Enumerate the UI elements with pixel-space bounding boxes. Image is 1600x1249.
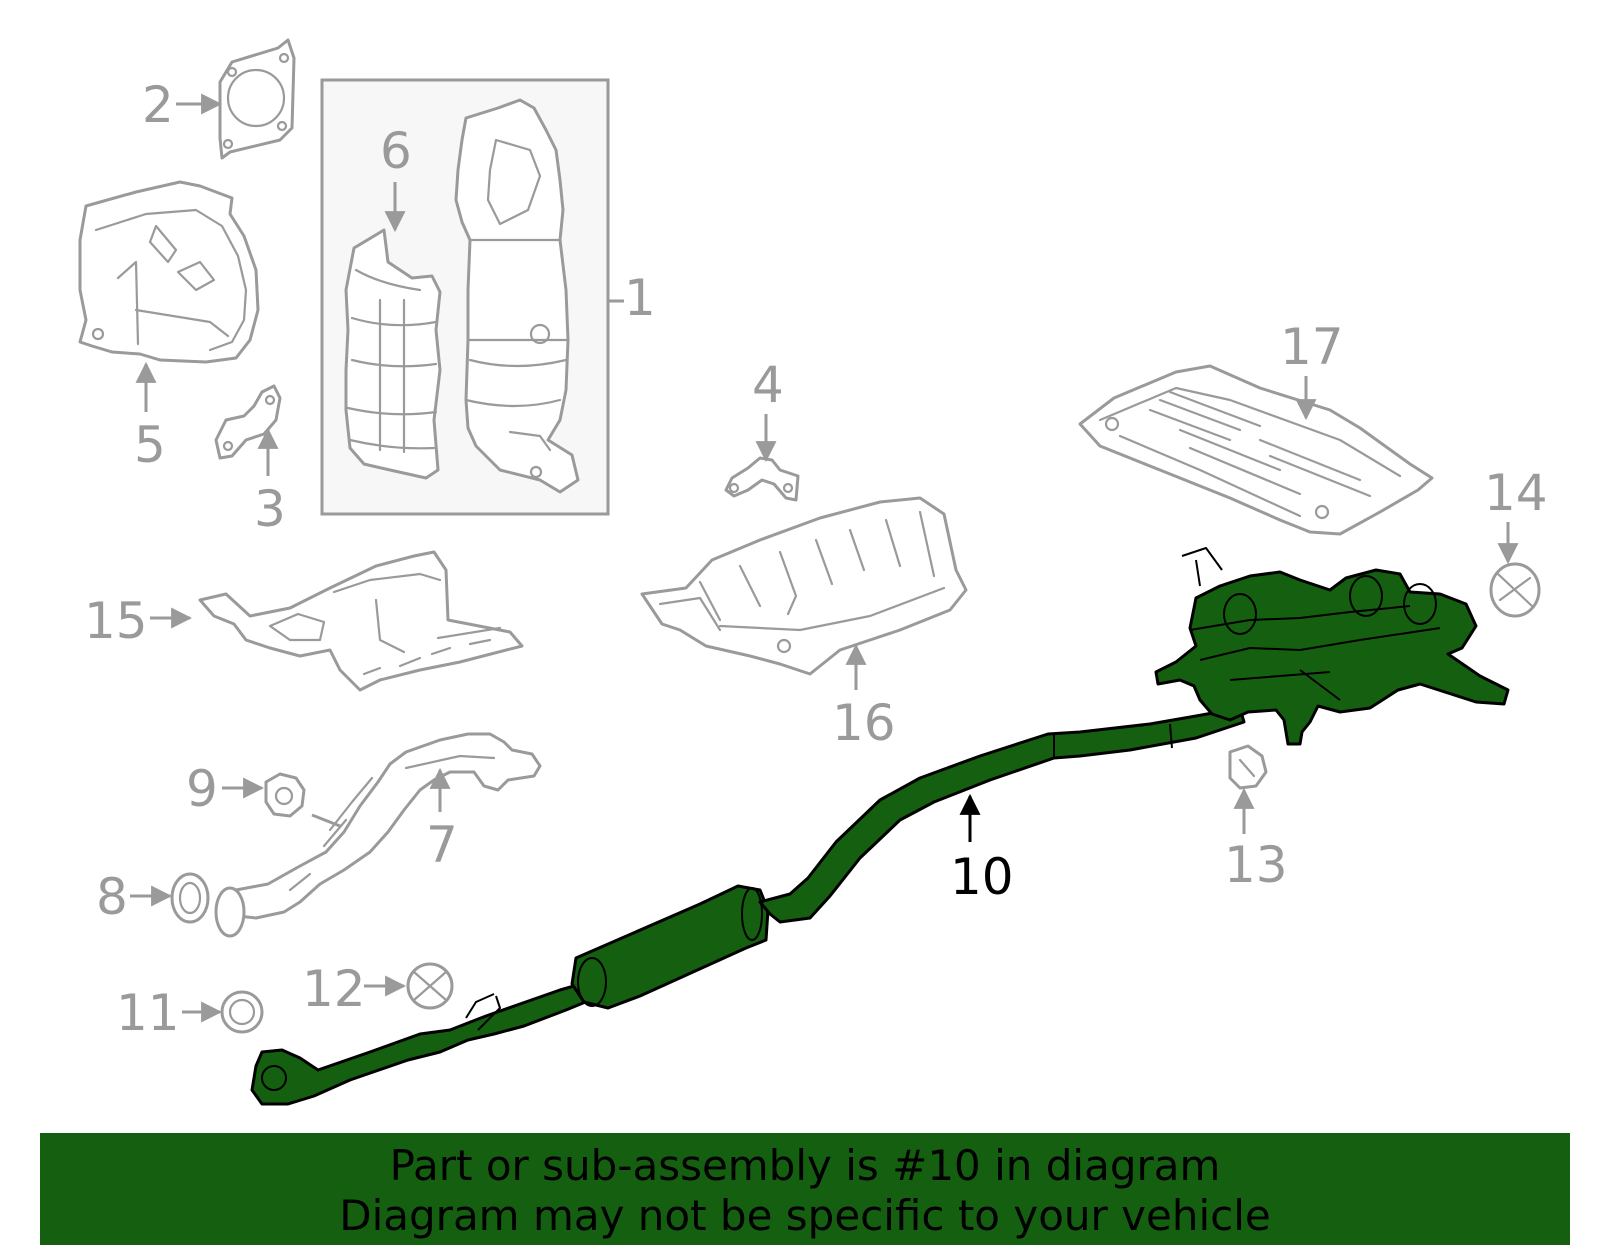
callout-8: 8 bbox=[96, 868, 128, 926]
callout-6: 6 bbox=[380, 122, 412, 180]
part-10-exhaust-system[interactable] bbox=[250, 547, 1510, 1106]
part-3-bracket[interactable] bbox=[214, 384, 282, 460]
info-banner: Part or sub-assembly is #10 in diagram D… bbox=[40, 1133, 1570, 1245]
banner-line-disclaimer: Diagram may not be specific to your vehi… bbox=[339, 1191, 1271, 1240]
part-1-converter-assembly[interactable] bbox=[320, 78, 624, 516]
callout-11: 11 bbox=[116, 984, 180, 1042]
callout-2: 2 bbox=[142, 76, 174, 134]
part-4-bracket[interactable] bbox=[724, 456, 800, 502]
callout-1: 1 bbox=[624, 269, 656, 327]
part-7-front-pipe[interactable] bbox=[214, 732, 542, 938]
callout-7: 7 bbox=[426, 816, 458, 874]
part-9-rubber-mount[interactable] bbox=[264, 772, 306, 818]
part-8-gasket[interactable] bbox=[170, 872, 210, 924]
callout-14: 14 bbox=[1484, 464, 1548, 522]
callout-15: 15 bbox=[84, 592, 148, 650]
callout-3: 3 bbox=[254, 480, 286, 538]
part-2-gasket[interactable] bbox=[218, 38, 296, 160]
callout-9: 9 bbox=[186, 760, 218, 818]
part-5-heat-shield[interactable] bbox=[78, 180, 260, 364]
part-12-rubber-mount[interactable] bbox=[406, 962, 454, 1010]
part-17-heat-shield[interactable] bbox=[1078, 364, 1434, 536]
callout-17: 17 bbox=[1280, 318, 1344, 376]
callout-5: 5 bbox=[134, 416, 166, 474]
callout-10: 10 bbox=[950, 848, 1014, 906]
part-15-heat-shield[interactable] bbox=[198, 550, 524, 692]
callout-4: 4 bbox=[752, 356, 784, 414]
callout-13: 13 bbox=[1224, 836, 1288, 894]
callout-12: 12 bbox=[302, 960, 366, 1018]
part-13-rubber-mount[interactable] bbox=[1228, 744, 1268, 790]
callout-16: 16 bbox=[832, 694, 896, 752]
part-14-rubber-mount[interactable] bbox=[1489, 562, 1541, 618]
banner-line-part-number: Part or sub-assembly is #10 in diagram bbox=[389, 1141, 1221, 1190]
part-11-gasket[interactable] bbox=[220, 990, 264, 1034]
part-16-heat-shield[interactable] bbox=[640, 496, 968, 676]
